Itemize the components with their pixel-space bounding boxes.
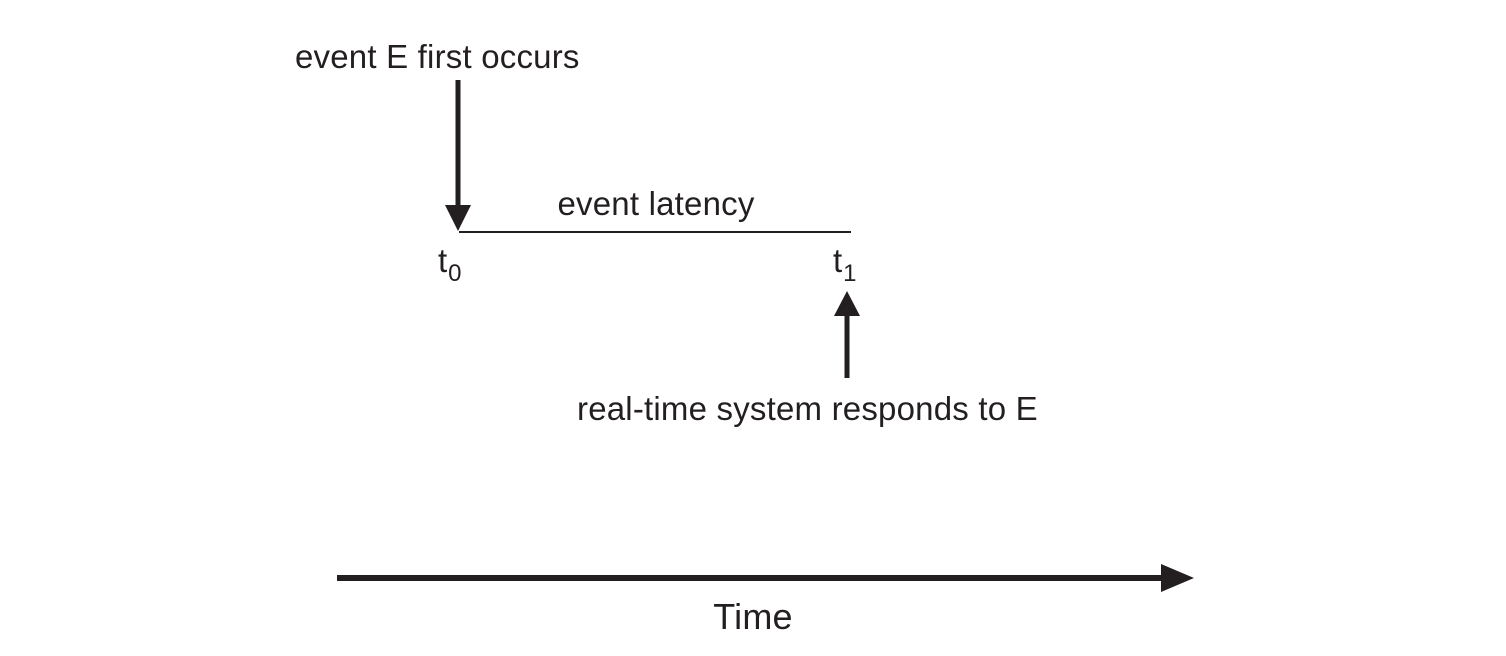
t0-subscript: 0 [448,260,462,287]
t0-base: t [438,242,448,279]
system-responds-up-arrow-icon [834,291,860,378]
time-axis-label: Time [713,596,793,637]
t1-subscript: 1 [843,260,857,287]
t0-tick-label: t0 [438,242,462,286]
t1-tick-label: t1 [833,242,857,286]
system-responds-label: real-time system responds to E [577,390,1038,427]
time-axis-right-arrow-icon [337,564,1194,592]
event-occurs-down-arrow-icon [445,80,471,231]
event-occurs-label: event E first occurs [295,38,580,75]
t1-base: t [833,242,843,279]
event-latency-label: event latency [557,185,755,222]
